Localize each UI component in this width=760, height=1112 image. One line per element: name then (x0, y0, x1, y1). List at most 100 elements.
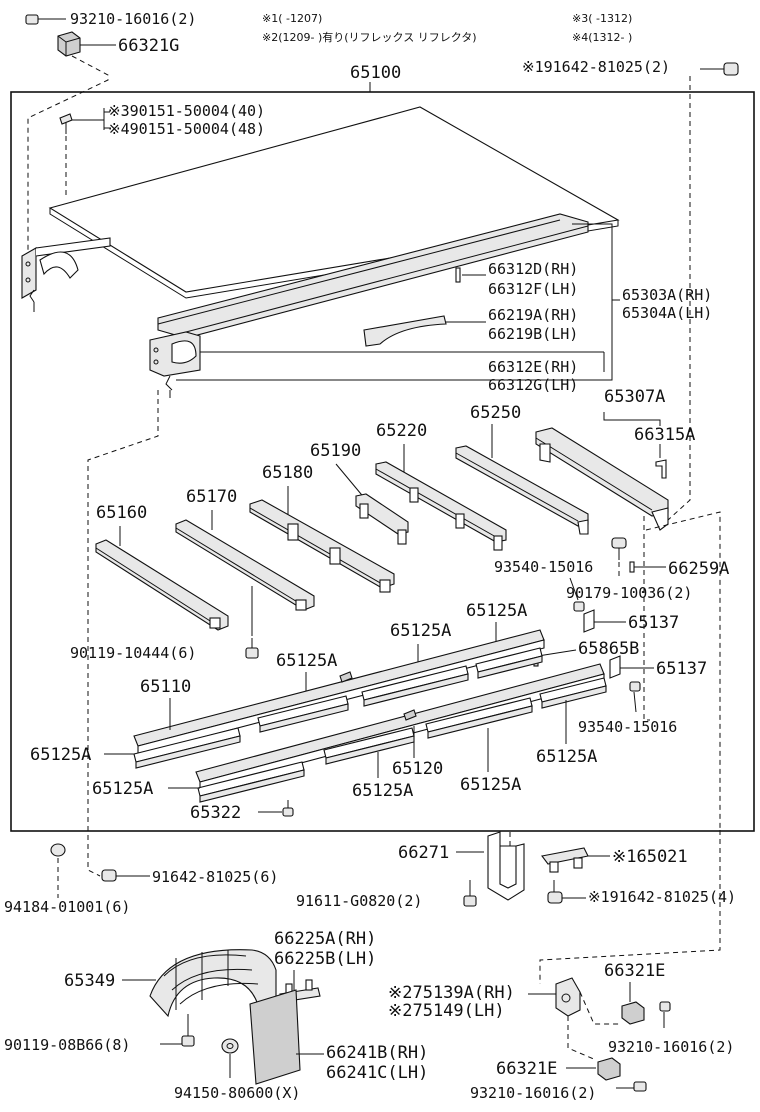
clip-icon (609, 655, 621, 679)
label-65100: 65100 (350, 63, 401, 83)
reflector-bracket (555, 977, 581, 1017)
label-65304a: 65304A(LH) (622, 304, 712, 322)
hinge-plate-left (21, 237, 111, 312)
label-65125a-8: 65125A (460, 775, 521, 795)
bolt-icon (547, 880, 563, 904)
fender-65349 (149, 949, 277, 1018)
note-3: ※3( -1312) (572, 12, 632, 25)
pin-icon (455, 267, 461, 283)
label-66225a: 66225A(RH) (274, 929, 376, 949)
pad-strip (197, 761, 305, 803)
note-4: ※4(1312- ) (572, 31, 632, 44)
bolt-icon (611, 537, 627, 560)
label-66321g: 66321G (118, 36, 179, 56)
label-65220: 65220 (376, 421, 427, 441)
mud-flap-66241 (249, 989, 301, 1085)
label-65125a-7: 65125A (352, 781, 413, 801)
assembly-frame (10, 91, 755, 832)
pin-icon (629, 561, 635, 573)
bolt-icon (245, 638, 259, 659)
label-65125a-2: 65125A (390, 621, 451, 641)
label-65110: 65110 (140, 677, 191, 697)
bolt-icon (101, 869, 117, 882)
pad-strip (475, 647, 543, 679)
label-65865b: 65865B (578, 639, 639, 659)
pad-strip (539, 677, 607, 709)
label-90119-10444: 90119-10444(6) (70, 644, 196, 662)
screw-icon (59, 113, 73, 134)
label-65160: 65160 (96, 503, 147, 523)
label-91611: 91611-G0820(2) (296, 892, 422, 910)
bolt-icon (463, 880, 477, 907)
label-65190: 65190 (310, 441, 361, 461)
label-65120: 65120 (392, 759, 443, 779)
hook-icon (655, 459, 667, 479)
label-93210-b: 93210-16016(2) (470, 1084, 596, 1102)
label-93210-r: 93210-16016(2) (608, 1038, 734, 1056)
label-91642-right: ※191642-81025(4) (588, 888, 736, 906)
label-66225b: 66225B(LH) (274, 949, 376, 969)
label-66321e-b: 66321E (496, 1059, 557, 1079)
label-90151-b: ※490151-50004(48) (108, 120, 265, 138)
crossmember-65250 (455, 445, 589, 535)
label-65137-a: 65137 (628, 613, 679, 633)
label-65349: 65349 (64, 971, 115, 991)
label-65180: 65180 (262, 463, 313, 483)
label-65137-b: 65137 (656, 659, 707, 679)
bolt-icon (712, 62, 739, 76)
label-90179: 90179-10036(2) (566, 584, 692, 602)
label-65322: 65322 (190, 803, 241, 823)
bolt-icon (25, 14, 46, 25)
label-65125a-1: 65125A (466, 601, 527, 621)
bolt-icon (573, 601, 585, 612)
nut-icon (50, 843, 66, 857)
label-91642-mid: 91642-81025(6) (152, 868, 278, 886)
reinforcement-plate (363, 315, 447, 347)
note-2: ※2(1209- )有り(リフレックス リフレクタ) (262, 30, 477, 44)
label-65125a-5: 65125A (536, 747, 597, 767)
pad-strip (133, 727, 241, 769)
crossmember-65170 (175, 519, 315, 611)
side-rail (157, 213, 589, 345)
bolt-icon (181, 1014, 195, 1047)
rubber-block-icon (621, 1001, 645, 1025)
label-66315a: 66315A (634, 425, 695, 445)
pad-strip (425, 697, 533, 739)
bolt-icon (282, 800, 294, 817)
rail-end-bracket (149, 331, 201, 398)
label-66259a: 66259A (668, 559, 729, 579)
u-bracket-66271 (487, 831, 525, 901)
label-65307a: 65307A (604, 387, 665, 407)
pad-strip (257, 695, 349, 733)
label-66312e: 66312E(RH) (488, 358, 578, 376)
crossmember-65160 (95, 539, 229, 631)
label-93210-top: 93210-16016(2) (70, 10, 196, 28)
crossmember-65307a (535, 427, 669, 531)
label-91642-top: ※191642-81025(2) (522, 58, 670, 76)
crossmember-65180 (249, 499, 395, 593)
label-93540-a: 93540-15016 (494, 558, 593, 576)
label-65021: ※165021 (612, 847, 688, 867)
crossmember-65220 (375, 461, 507, 551)
bolt-icon (633, 1081, 647, 1092)
pad-strip (361, 665, 469, 707)
label-66241b: 66241B(RH) (326, 1043, 428, 1063)
label-66219a: 66219A(RH) (488, 306, 578, 324)
label-65170: 65170 (186, 487, 237, 507)
label-90119-08b66: 90119-08B66(8) (4, 1036, 130, 1054)
crossmember-65190 (355, 493, 409, 545)
label-93540-b: 93540-15016 (578, 718, 677, 736)
label-75139a: ※275139A(RH) (388, 983, 515, 1003)
bolt-icon (659, 1001, 671, 1012)
rubber-block-icon (57, 31, 81, 57)
bracket-65021 (541, 847, 589, 873)
label-94150: 94150-80600(X) (174, 1084, 300, 1102)
label-65250: 65250 (470, 403, 521, 423)
label-66312g: 66312G(LH) (488, 376, 578, 394)
rubber-block-icon (597, 1057, 621, 1081)
label-90151-a: ※390151-50004(40) (108, 102, 265, 120)
label-66271: 66271 (398, 843, 449, 863)
note-1: ※1( -1207) (262, 12, 322, 25)
label-65303a: 65303A(RH) (622, 286, 712, 304)
